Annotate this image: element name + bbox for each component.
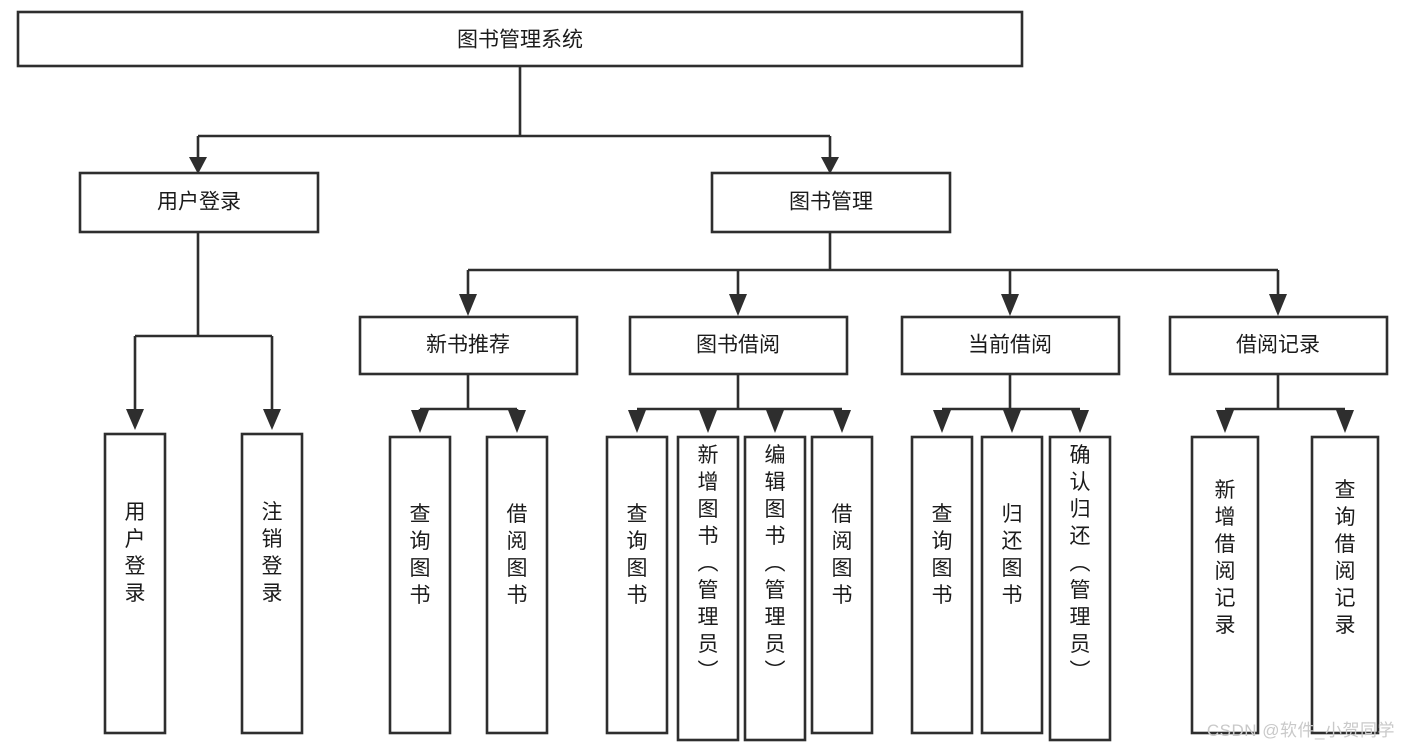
- node-user-login[interactable]: 用户登录: [78, 171, 320, 234]
- node-book-management-label: 图书管理: [789, 191, 873, 214]
- leaf-add-borrow-record-box: [1190, 435, 1260, 735]
- arrow-head-bookborrow-leaf-1: [628, 410, 646, 433]
- connector-layer: [126, 66, 1354, 433]
- leaf-add-book-admin-label: 新增图书︵管理员︶: [698, 444, 719, 683]
- arrow-head-currentborrow-leaf-2: [1003, 410, 1021, 433]
- arrow-head-bookborrow-leaf-3: [766, 410, 784, 433]
- leaf-borrow-book-1[interactable]: 借阅图书: [485, 435, 549, 735]
- leaf-edit-book-admin[interactable]: 编辑图书︵管理员︶: [743, 435, 807, 742]
- leaf-query-book-3-box: [910, 435, 974, 735]
- arrow-head-borrowrecord-leaf-2: [1336, 410, 1354, 433]
- node-borrow-record[interactable]: 借阅记录: [1168, 315, 1389, 376]
- leaf-query-book-2-label: 查询图书: [627, 503, 648, 607]
- leaf-confirm-return-admin-box: [1048, 435, 1112, 742]
- leaf-query-borrow-record-label: 查询借阅记录: [1335, 479, 1356, 637]
- node-current-borrow-label: 当前借阅: [968, 334, 1052, 357]
- leaf-borrow-book-2-label: 借阅图书: [832, 503, 853, 607]
- arrow-head-current-borrow: [1001, 294, 1019, 316]
- node-book-management[interactable]: 图书管理: [710, 171, 952, 234]
- arrow-head-newbook-leaf-2: [508, 410, 526, 433]
- node-root-label: 图书管理系统: [457, 29, 583, 52]
- node-book-borrow-box: [628, 315, 849, 376]
- leaf-add-borrow-record-label: 新增借阅记录: [1215, 479, 1236, 637]
- node-book-management-box: [710, 171, 952, 234]
- node-new-book-recommend-label: 新书推荐: [426, 334, 510, 357]
- arrow-head-currentborrow-leaf-1: [933, 410, 951, 433]
- node-book-borrow-label: 图书借阅: [696, 334, 780, 357]
- leaf-edit-book-admin-label: 编辑图书︵管理员︶: [765, 444, 786, 683]
- csdn-watermark: CSDN @软件_小贺同学: [1206, 721, 1395, 740]
- node-current-borrow[interactable]: 当前借阅: [900, 315, 1121, 376]
- arrow-head-book-borrow: [729, 294, 747, 316]
- leaf-logout-box: [240, 432, 304, 735]
- leaf-confirm-return-admin[interactable]: 确认归还︵管理员︶: [1048, 435, 1112, 742]
- leaf-query-borrow-record[interactable]: 查询借阅记录: [1310, 435, 1380, 735]
- leaf-query-book-2-box: [605, 435, 669, 735]
- node-borrow-record-label: 借阅记录: [1236, 334, 1320, 357]
- arrow-head-currentborrow-leaf-3: [1071, 410, 1089, 433]
- node-new-book-recommend[interactable]: 新书推荐: [358, 315, 579, 376]
- leaf-user-login[interactable]: 用户登录: [103, 432, 167, 735]
- arrow-head-newbook-leaf-1: [411, 410, 429, 433]
- arrow-head-bookborrow-leaf-2: [699, 410, 717, 433]
- leaf-query-book-1[interactable]: 查询图书: [388, 435, 452, 735]
- leaf-return-book[interactable]: 归还图书: [980, 435, 1044, 735]
- node-root-system[interactable]: 图书管理系统: [16, 10, 1024, 68]
- leaf-query-book-3-label: 查询图书: [932, 503, 953, 607]
- leaf-add-book-admin[interactable]: 新增图书︵管理员︶: [676, 435, 740, 742]
- leaf-query-book-1-box: [388, 435, 452, 735]
- arrow-head-leaf-logout: [263, 409, 281, 430]
- leaf-query-book-2[interactable]: 查询图书: [605, 435, 669, 735]
- leaf-query-book-1-label: 查询图书: [410, 503, 431, 607]
- leaf-edit-book-admin-box: [743, 435, 807, 742]
- node-current-borrow-box: [900, 315, 1121, 376]
- node-borrow-record-box: [1168, 315, 1389, 376]
- leaf-logout[interactable]: 注销登录: [240, 432, 304, 735]
- arrow-head-user-login: [189, 157, 207, 174]
- arrow-head-new-book: [459, 294, 477, 316]
- leaf-query-book-3[interactable]: 查询图书: [910, 435, 974, 735]
- node-root-box: [16, 10, 1024, 68]
- node-user-login-label: 用户登录: [157, 191, 241, 214]
- arrow-head-leaf-user-login: [126, 409, 144, 430]
- leaf-borrow-book-1-label: 借阅图书: [507, 503, 528, 607]
- leaf-borrow-book-2-box: [810, 435, 874, 735]
- leaf-borrow-book-1-box: [485, 435, 549, 735]
- arrow-head-borrow-record: [1269, 294, 1287, 316]
- arrow-head-bookborrow-leaf-4: [833, 410, 851, 433]
- arrow-head-borrowrecord-leaf-1: [1216, 410, 1234, 433]
- leaf-query-borrow-record-box: [1310, 435, 1380, 735]
- leaf-logout-label: 注销登录: [262, 501, 283, 605]
- arrow-head-book-mgmt: [821, 157, 839, 174]
- leaf-borrow-book-2[interactable]: 借阅图书: [810, 435, 874, 735]
- leaf-return-book-box: [980, 435, 1044, 735]
- leaf-user-login-label: 用户登录: [125, 501, 146, 605]
- node-book-borrow[interactable]: 图书借阅: [628, 315, 849, 376]
- leaf-return-book-label: 归还图书: [1002, 503, 1023, 607]
- node-new-book-recommend-box: [358, 315, 579, 376]
- node-user-login-box: [78, 171, 320, 234]
- leaf-confirm-return-admin-label: 确认归还︵管理员︶: [1070, 444, 1091, 683]
- leaf-add-borrow-record[interactable]: 新增借阅记录: [1190, 435, 1260, 735]
- leaf-user-login-box: [103, 432, 167, 735]
- leaf-add-book-admin-box: [676, 435, 740, 742]
